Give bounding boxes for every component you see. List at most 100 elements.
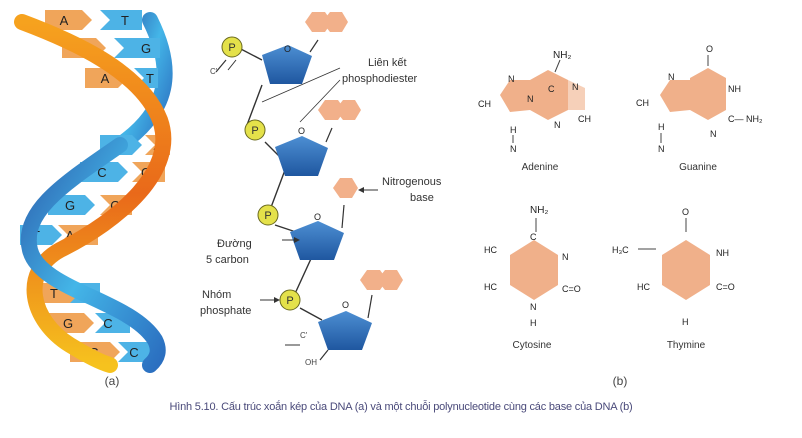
base-shape xyxy=(360,270,387,290)
svg-text:NH: NH xyxy=(716,248,729,258)
chain-end-top: C' xyxy=(210,67,218,76)
sugar-ring xyxy=(262,45,312,84)
svg-text:N: N xyxy=(554,120,561,130)
cytosine-structure: NH₂ C HC N HC C=O N H Cytosine xyxy=(484,205,581,351)
sugar-ring xyxy=(275,136,328,176)
label-sugar-1: Đường xyxy=(217,238,252,250)
phosphate-circle xyxy=(244,119,266,141)
chain-end-bottom: OH xyxy=(305,358,317,367)
guanine-label: Guanine xyxy=(679,162,717,173)
svg-text:N: N xyxy=(530,302,537,312)
svg-text:CH: CH xyxy=(478,99,491,109)
svg-text:H: H xyxy=(530,318,537,328)
svg-text:H₃C: H₃C xyxy=(612,245,629,255)
base-letter: C xyxy=(97,165,106,180)
label-nitrogenous: Nitrogenous xyxy=(382,176,442,188)
svg-text:H: H xyxy=(510,125,517,135)
double-helix: A T C G A T T A xyxy=(14,10,173,388)
base-letter: T xyxy=(146,71,154,86)
adenine-structure: NH₂ N CH N C N CH N H N Adenine xyxy=(478,50,591,173)
nucleotide-4: O xyxy=(318,270,403,350)
svg-text:H: H xyxy=(658,122,665,132)
svg-text:C: C xyxy=(548,84,555,94)
base-shape xyxy=(335,100,361,120)
svg-text:CH: CH xyxy=(636,98,649,108)
svg-text:N: N xyxy=(668,72,675,82)
base-letter: C xyxy=(129,345,138,360)
base-letter: A xyxy=(60,13,69,28)
polynucleotide-chain: O P C' O P O P O xyxy=(200,12,442,367)
ring-oxygen: O xyxy=(284,44,291,54)
base-shape xyxy=(333,178,358,198)
base-letter: A xyxy=(66,228,75,243)
base-shape xyxy=(377,270,403,290)
phosphate-symbol: P xyxy=(251,125,258,137)
cytosine-label: Cytosine xyxy=(513,340,552,351)
svg-text:HC: HC xyxy=(484,245,497,255)
svg-text:C: C xyxy=(530,232,537,242)
phosphate-circle xyxy=(221,36,243,58)
svg-text:HC: HC xyxy=(637,282,650,292)
base-letter: A xyxy=(101,71,110,86)
svg-text:O: O xyxy=(682,207,689,217)
svg-text:O: O xyxy=(706,44,713,54)
nucleotide-2: O xyxy=(275,100,361,176)
base-letter: G xyxy=(63,316,73,331)
svg-text:N: N xyxy=(562,252,569,262)
svg-text:NH₂: NH₂ xyxy=(553,50,571,61)
svg-text:CH: CH xyxy=(578,114,591,124)
base-letter: T xyxy=(121,13,129,28)
svg-text:C=O: C=O xyxy=(716,282,735,292)
svg-text:C=O: C=O xyxy=(562,284,581,294)
panel-label-a: (a) xyxy=(105,374,120,388)
sugar-ring xyxy=(318,311,372,350)
nitrogenous-bases: NH₂ N CH N C N CH N H N Adenine O N CH N… xyxy=(478,44,763,388)
base-shape xyxy=(305,12,332,32)
phosphate-symbol: P xyxy=(286,295,293,307)
svg-text:HC: HC xyxy=(484,282,497,292)
thymine-structure: O H₃C NH HC C=O H Thymine xyxy=(612,207,735,351)
base-letter: G xyxy=(141,41,151,56)
base-letter: C xyxy=(103,316,112,331)
base-letter: T xyxy=(50,286,58,301)
nucleotide-3: O xyxy=(290,178,358,260)
ring-oxygen: O xyxy=(314,212,321,222)
svg-text:NH: NH xyxy=(728,84,741,94)
label-phosphate-2: phosphate xyxy=(200,305,251,317)
svg-text:N: N xyxy=(527,94,534,104)
svg-text:N: N xyxy=(572,82,579,92)
blue-strand xyxy=(20,137,166,373)
base-shape xyxy=(318,100,345,120)
ring-oxygen: O xyxy=(298,126,305,136)
backbone-line xyxy=(236,46,323,321)
panel-label-b: (b) xyxy=(613,374,628,388)
svg-text:H: H xyxy=(682,317,689,327)
adenine-label: Adenine xyxy=(522,162,559,173)
svg-text:N: N xyxy=(710,129,717,139)
base-shape xyxy=(322,12,348,32)
figure-caption: Hình 5.10. Cấu trúc xoắn kép của DNA (a)… xyxy=(169,401,633,413)
label-phosphate-1: Nhóm xyxy=(202,289,231,301)
svg-text:N: N xyxy=(510,144,517,154)
thymine-label: Thymine xyxy=(667,340,706,351)
phosphate-symbol: P xyxy=(264,210,271,222)
blue-strand-back xyxy=(112,12,173,153)
chain-end-mid: C' xyxy=(300,331,308,340)
orange-strand xyxy=(14,14,172,373)
svg-text:C— NH₂: C— NH₂ xyxy=(728,114,763,124)
sugar-ring xyxy=(290,221,344,260)
svg-text:N: N xyxy=(658,144,665,154)
ring-oxygen: O xyxy=(342,300,349,310)
label-sugar-2: 5 carbon xyxy=(206,254,249,266)
base-letter: G xyxy=(65,198,75,213)
base-pair-1: A T xyxy=(45,10,142,30)
svg-text:N: N xyxy=(508,74,515,84)
phosphate-circle xyxy=(257,204,279,226)
phosphate-symbol: P xyxy=(228,42,235,54)
label-phosphodiester-2: phosphodiester xyxy=(342,73,418,85)
label-phosphodiester-1: Liên kết xyxy=(368,57,407,69)
label-base: base xyxy=(410,192,434,204)
svg-text:NH₂: NH₂ xyxy=(530,205,548,216)
guanine-structure: O N CH NH C— NH₂ N H N Guanine xyxy=(636,44,763,173)
